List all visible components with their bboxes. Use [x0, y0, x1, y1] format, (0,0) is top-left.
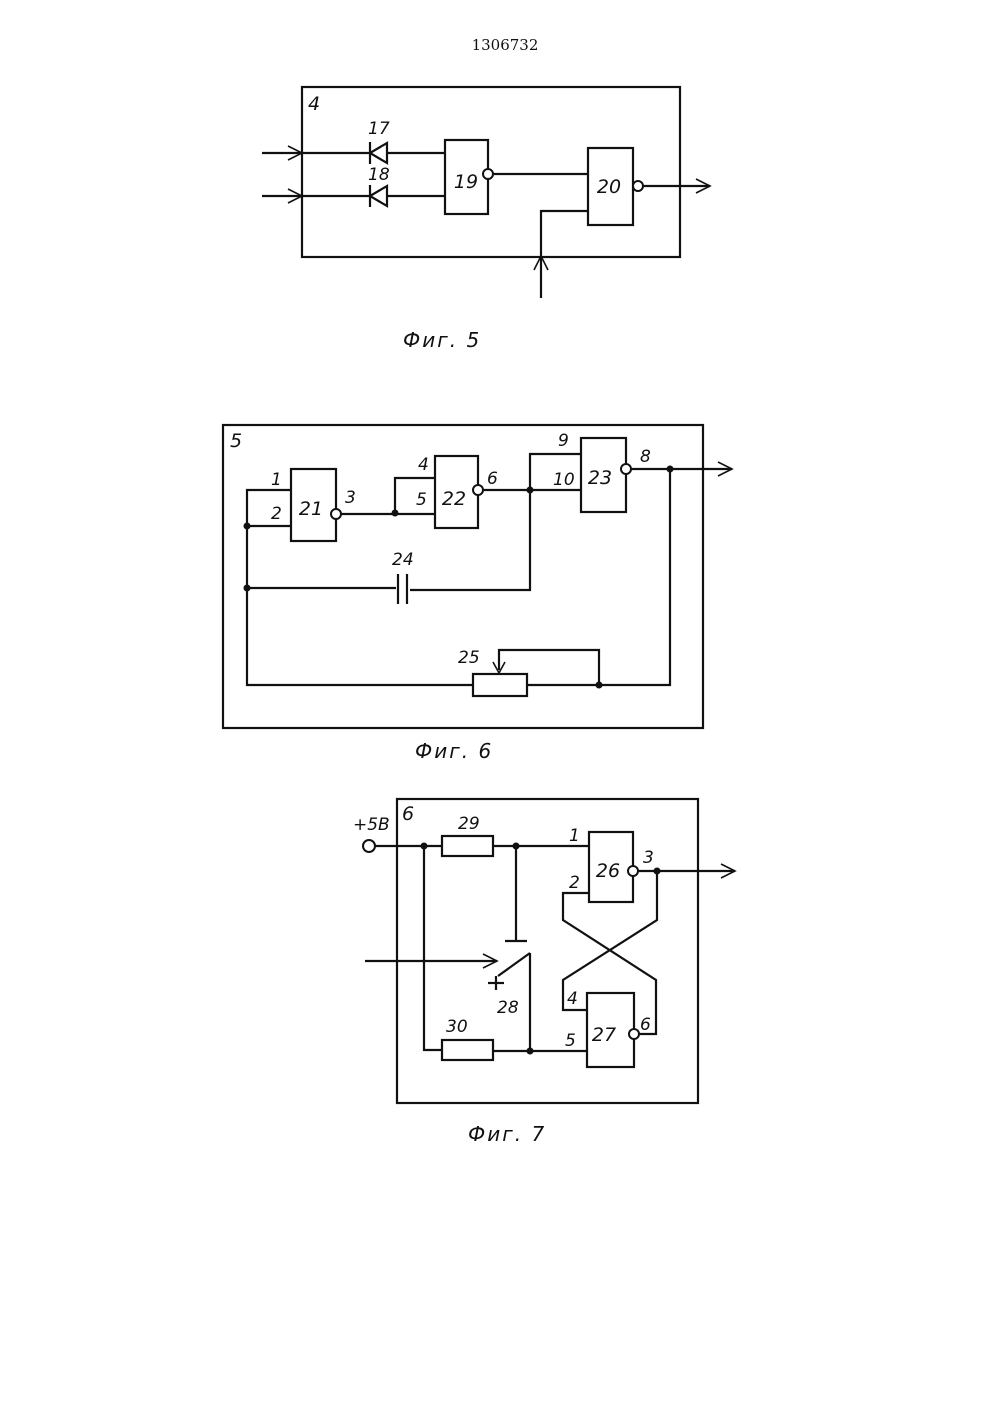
fig7-left-rail	[424, 846, 442, 1050]
fig7-pin-2: 2	[569, 873, 580, 893]
fig6-gate-23-label: 23	[588, 467, 612, 489]
fig6-node-f	[596, 682, 603, 689]
fig6-pin-9: 9	[558, 431, 569, 451]
figure-5: 4 17 18 19 20 Фиг. 5	[262, 87, 710, 352]
fig7-pin-1: 1	[569, 826, 580, 846]
fig7-switch-blade	[498, 953, 530, 976]
fig7-pin-4: 4	[567, 989, 578, 1009]
fig7-supply-label: +5В	[353, 815, 390, 835]
fig7-caption: Фиг. 7	[468, 1122, 546, 1146]
fig6-pin-6: 6	[487, 469, 498, 489]
fig5-gate-19-label: 19	[454, 171, 478, 193]
fig7-resistor-30-label: 30	[446, 1017, 468, 1037]
fig6-gate-22-label: 22	[442, 488, 466, 510]
fig7-gate-27-inverter	[629, 1029, 639, 1039]
fig7-block-number: 6	[402, 803, 414, 825]
fig6-pin-3: 3	[345, 488, 356, 508]
fig6-pin-8: 8	[640, 447, 651, 467]
fig7-resistor-29	[442, 836, 493, 856]
fig6-block-number: 5	[230, 430, 242, 452]
fig7-gate-26-label: 26	[596, 860, 620, 882]
fig7-supply-terminal	[363, 840, 375, 852]
fig5-diode-17	[370, 142, 387, 164]
fig6-caption: Фиг. 6	[415, 739, 493, 763]
fig6-node-a	[244, 523, 251, 530]
fig6-pin-10: 10	[553, 470, 575, 490]
fig5-bottom-input-line	[541, 211, 588, 298]
fig5-diode-18	[370, 185, 387, 207]
fig6-pin-2: 2	[271, 504, 282, 524]
fig5-caption: Фиг. 5	[403, 328, 481, 352]
fig5-gate-19-inverter	[483, 169, 493, 179]
patent-number: 1306732	[472, 36, 539, 54]
fig6-gate-23-inverter	[621, 464, 631, 474]
fig6-pin-5: 5	[416, 490, 427, 510]
fig6-resistor-25	[473, 674, 527, 696]
figure-7: 6 +5В 29 28 30 26 1 2 3	[353, 799, 735, 1146]
fig5-diode-17-label: 17	[368, 119, 390, 139]
fig7-node-c	[527, 1048, 534, 1055]
fig6-gate-21-label: 21	[299, 498, 323, 520]
fig7-gate-26-inverter	[628, 866, 638, 876]
fig7-switch-label: 28	[497, 998, 519, 1018]
fig6-capacitor-label: 24	[392, 550, 414, 570]
fig5-diode-18-label: 18	[368, 165, 390, 185]
fig7-pin-6: 6	[640, 1015, 651, 1035]
fig6-pin-4: 4	[418, 455, 429, 475]
fig6-resistor-label: 25	[458, 648, 480, 668]
fig5-block-number: 4	[308, 93, 320, 115]
fig6-gate-22-inverter	[473, 485, 483, 495]
fig7-pin-3: 3	[643, 848, 654, 868]
fig6-pin-1: 1	[271, 470, 282, 490]
fig7-resistor-30	[442, 1040, 493, 1060]
fig7-pin-5: 5	[565, 1031, 576, 1051]
figure-6: 5 21 1 2 3 22 4 5 6 24	[223, 425, 732, 763]
fig5-gate-20-label: 20	[597, 176, 621, 198]
fig7-resistor-29-label: 29	[458, 814, 480, 834]
fig6-wire-pin4	[395, 478, 435, 513]
fig6-gate-21-inverter	[331, 509, 341, 519]
fig7-gate-27-label: 27	[592, 1024, 616, 1046]
fig5-gate-20-inverter	[633, 181, 643, 191]
